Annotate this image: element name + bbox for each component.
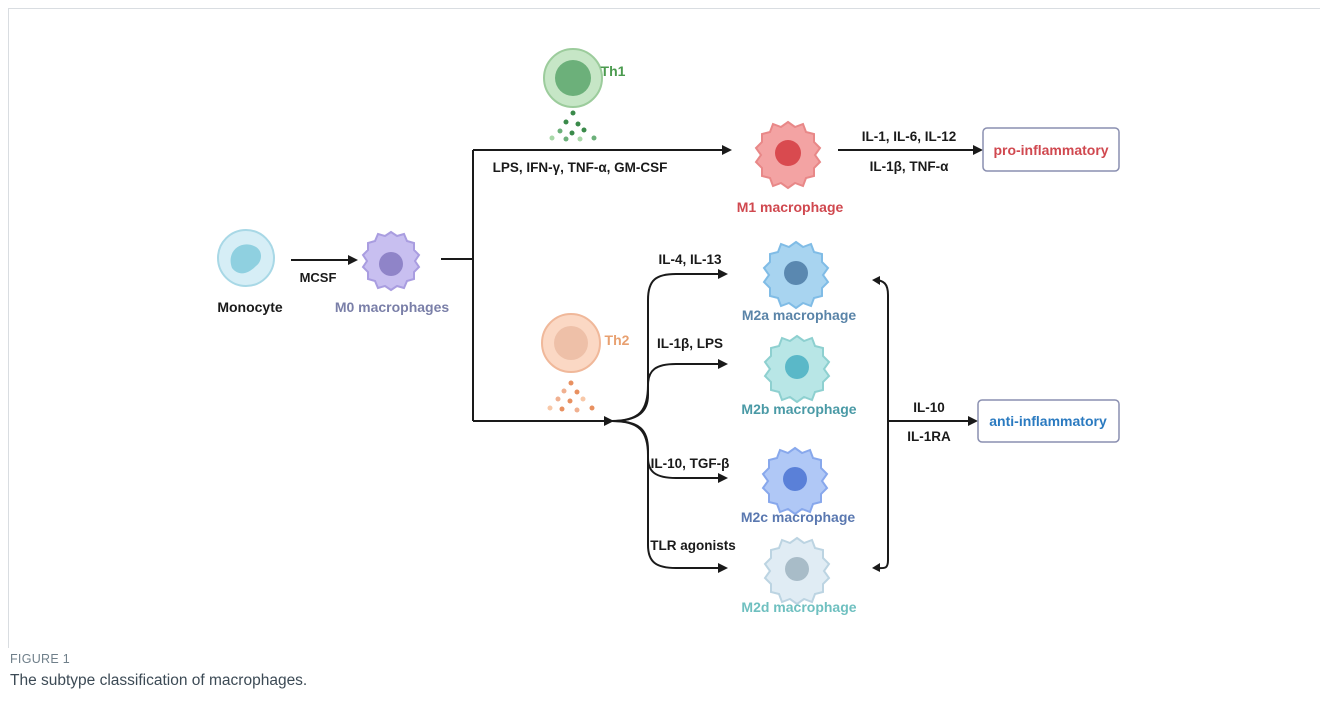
m2d-branch [611, 420, 728, 573]
m1-label: M1 macrophage [737, 199, 844, 215]
figure-label: FIGURE 1 [10, 652, 71, 666]
m2-output-label-2: IL-1RA [907, 429, 951, 444]
m2b-label: M2b macrophage [741, 401, 856, 417]
monocyte-label: Monocyte [217, 299, 283, 315]
m2d-cell-icon [763, 536, 831, 606]
m2a-cell-icon [762, 240, 830, 310]
m1-cell-icon [754, 120, 822, 190]
m2d-stimuli-label: TLR agonists [650, 538, 736, 553]
m2-bracket [873, 279, 889, 570]
m1-stimuli-label: LPS, IFN-γ, TNF-α, GM-CSF [493, 160, 668, 175]
m2a-label: M2a macrophage [742, 307, 857, 323]
anti-inflammatory-box [977, 399, 1120, 443]
m0-cell-icon [361, 230, 421, 292]
th2-label: Th2 [605, 332, 630, 348]
m2c-stimuli-label: IL-10, TGF-β [651, 456, 730, 471]
m2c-label: M2c macrophage [741, 509, 856, 525]
m0-label: M0 macrophages [335, 299, 450, 315]
m2b-branch [611, 359, 728, 422]
m1-output-label-2: IL-1β, TNF-α [870, 159, 949, 174]
m2-bracket-bottom-arrowhead [872, 563, 880, 572]
m2-bracket-top-arrowhead [872, 276, 880, 285]
m2c-cell-icon [761, 446, 829, 516]
monocyte-cell-icon [217, 229, 275, 287]
macrophage-diagram: Monocyte MCSF M0 macrophages Th1 LPS, IF… [217, 48, 1120, 615]
pro-inflammatory-box [982, 127, 1120, 172]
m1-output-label-1: IL-1, IL-6, IL-12 [862, 129, 957, 144]
th1-cell-icon [543, 48, 603, 142]
mcsf-label: MCSF [300, 270, 337, 285]
figure-frame [8, 8, 1320, 648]
th1-label: Th1 [601, 63, 626, 79]
m2d-label: M2d macrophage [741, 599, 856, 615]
figure-caption: The subtype classification of macrophage… [10, 672, 308, 689]
m2b-cell-icon [763, 334, 831, 404]
anti-inflammatory-label: anti-inflammatory [989, 413, 1107, 429]
pro-inflammatory-label: pro-inflammatory [993, 142, 1108, 158]
m2a-stimuli-label: IL-4, IL-13 [658, 252, 722, 267]
th2-cell-icon [541, 313, 601, 413]
m2-output-label-1: IL-10 [913, 400, 945, 415]
m2b-stimuli-label: IL-1β, LPS [657, 336, 723, 351]
